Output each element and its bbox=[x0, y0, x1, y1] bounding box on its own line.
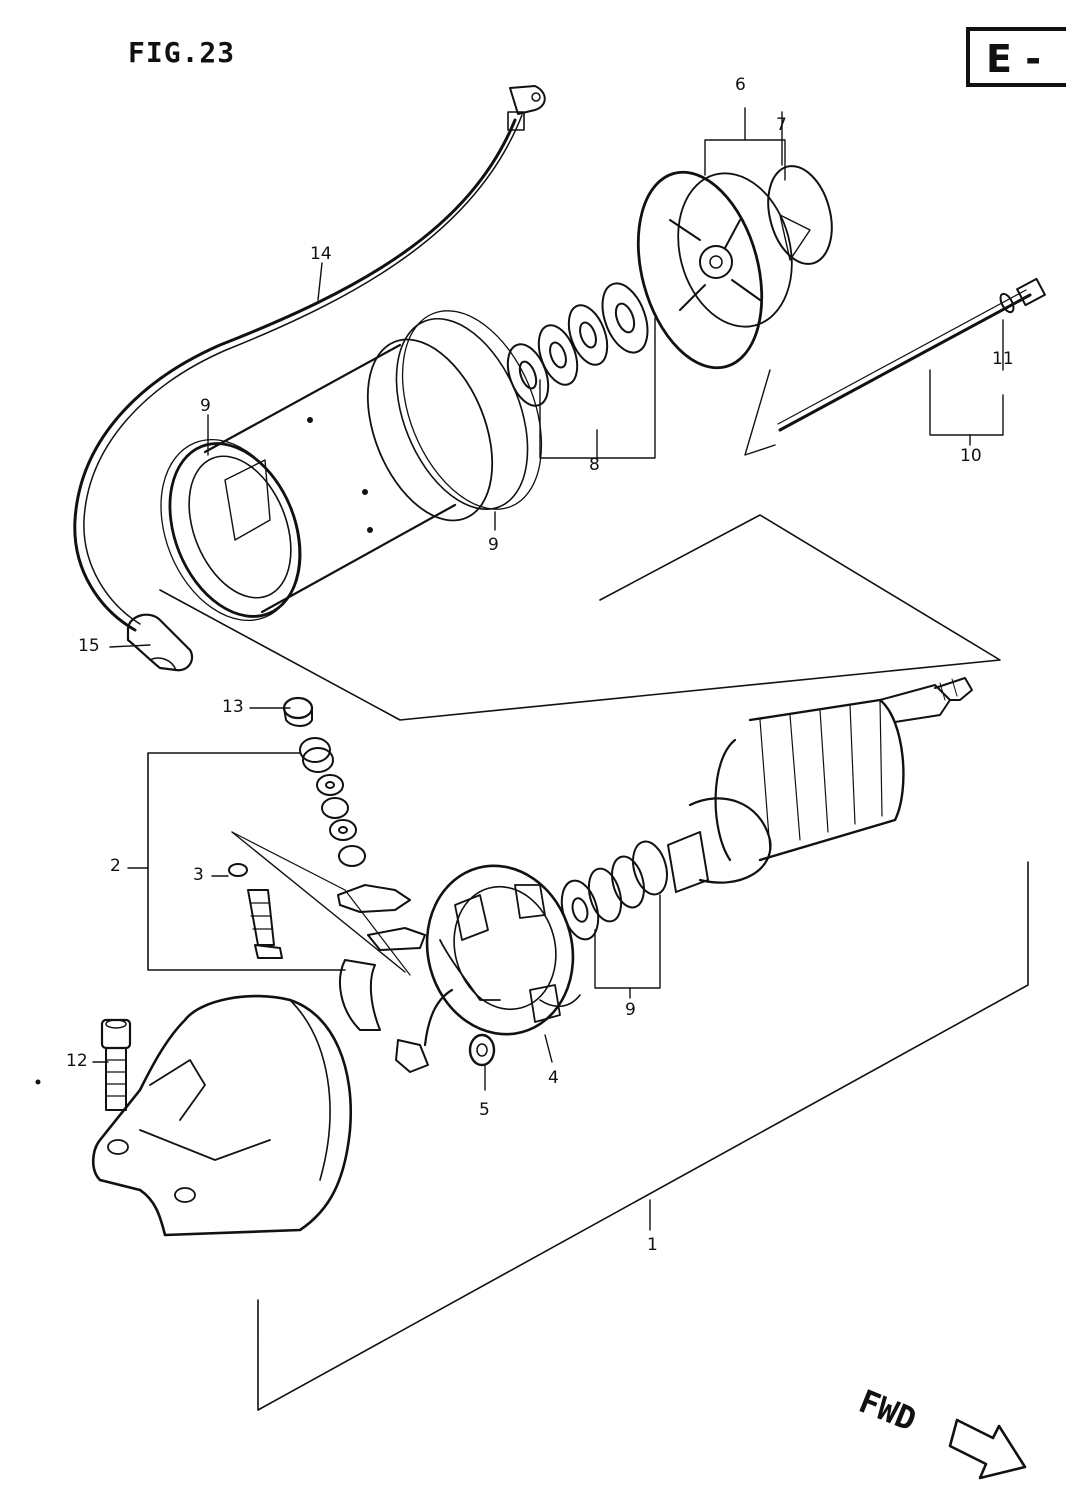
bushing-part-13 bbox=[282, 696, 314, 727]
yoke-group-frame bbox=[159, 514, 1001, 721]
callout-2: 2 bbox=[110, 856, 121, 876]
washer-set-part-9-lower bbox=[560, 840, 668, 941]
callout-14: 14 bbox=[310, 244, 332, 264]
through-bolt-part-10 bbox=[777, 277, 1046, 432]
brush-holder-part-4 bbox=[425, 864, 581, 1036]
lead-wire-part-14 bbox=[73, 85, 546, 632]
terminal-screw bbox=[247, 889, 283, 959]
brush-set-frame-part-2 bbox=[147, 752, 346, 971]
o-ring-part-7 bbox=[767, 165, 833, 265]
callout-1: 1 bbox=[647, 1235, 658, 1255]
armature bbox=[667, 677, 973, 893]
forward-arrow-icon bbox=[948, 1418, 1027, 1480]
callout-10: 10 bbox=[960, 446, 982, 466]
section-code-box: E - bbox=[966, 27, 1066, 87]
callout-9-washers: 9 bbox=[625, 1000, 636, 1020]
washer-stack-part-2 bbox=[299, 737, 366, 867]
brush-plates bbox=[337, 884, 454, 1073]
leader-lines-lower bbox=[92, 1034, 553, 1091]
o-ring-part-9-front bbox=[401, 310, 543, 510]
front-housing-part-6 bbox=[636, 170, 811, 370]
callout-4: 4 bbox=[548, 1068, 559, 1088]
figure-title: FIG.23 bbox=[128, 36, 236, 69]
callout-6: 6 bbox=[735, 75, 746, 95]
leader-lines-upper bbox=[109, 107, 1004, 709]
bolt-part-12 bbox=[100, 1018, 132, 1111]
callout-3: 3 bbox=[193, 865, 204, 885]
callout-11: 11 bbox=[992, 349, 1014, 369]
callout-15: 15 bbox=[78, 636, 100, 656]
callout-5: 5 bbox=[479, 1100, 490, 1120]
nut-part-5 bbox=[468, 1033, 496, 1067]
section-code: E - bbox=[986, 37, 1041, 81]
callout-7: 7 bbox=[776, 115, 787, 135]
starter-assembly-frame-part-1 bbox=[257, 861, 1029, 1411]
callout-12: 12 bbox=[66, 1051, 88, 1071]
callout-8: 8 bbox=[589, 455, 600, 475]
callout-9-rear-o-ring: 9 bbox=[200, 396, 211, 416]
washer-set-part-8 bbox=[506, 282, 649, 407]
yoke-housing bbox=[168, 317, 529, 618]
terminal-boot-part-15 bbox=[126, 613, 194, 672]
rear-housing bbox=[91, 994, 353, 1237]
callout-9-front-o-ring: 9 bbox=[488, 535, 499, 555]
o-ring-part-9-rear bbox=[160, 438, 300, 622]
callout-13: 13 bbox=[222, 697, 244, 717]
washer-part-3 bbox=[228, 863, 248, 877]
